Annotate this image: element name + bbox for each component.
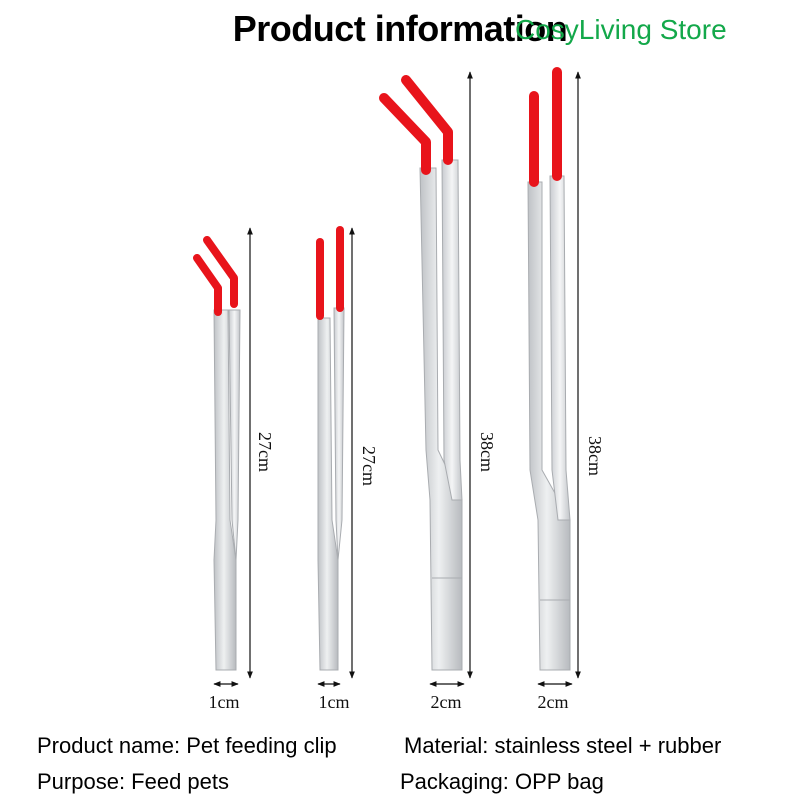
length-label-3: 38cm [477, 432, 497, 472]
tweezer-1 [193, 236, 241, 671]
rubber-tip-1b [203, 236, 238, 308]
width-label-2: 1cm [319, 692, 350, 712]
spec-packaging: Packaging: OPP bag [400, 769, 604, 794]
rubber-tip-3a [379, 93, 431, 175]
length-label-1: 27cm [255, 432, 275, 472]
store-watermark: CosyLiving Store [515, 14, 727, 45]
rubber-tip-1a [193, 254, 222, 316]
tweezer-4 [527, 67, 571, 671]
length-label-2: 27cm [359, 446, 379, 486]
spec-material: Material: stainless steel + rubber [404, 733, 722, 758]
width-label-3: 2cm [431, 692, 462, 712]
page-title: Product information [232, 8, 568, 49]
spec-purpose: Purpose: Feed pets [37, 769, 230, 794]
tweezer-3 [379, 75, 463, 671]
rubber-tip-3b [401, 75, 453, 165]
length-label-4: 38cm [585, 436, 605, 476]
width-label-4: 2cm [538, 692, 569, 712]
tweezer-2 [316, 226, 345, 671]
width-label-1: 1cm [209, 692, 240, 712]
spec-product-name: Product name: Pet feeding clip [37, 733, 337, 758]
